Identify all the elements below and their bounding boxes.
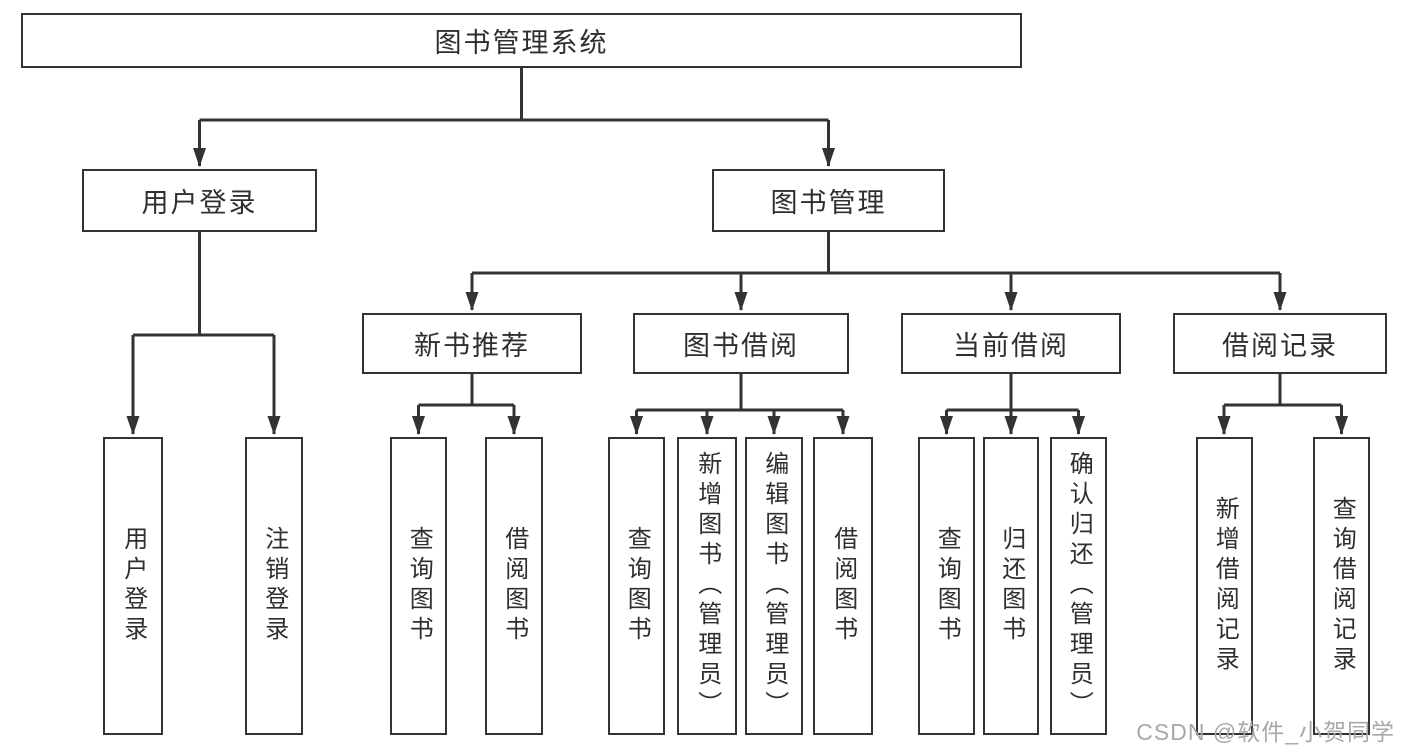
leaf-return-books: 归还图书	[983, 437, 1039, 735]
leaf-query-books-3: 查询图书	[918, 437, 975, 735]
leaf-label: 注销登录	[260, 526, 288, 646]
leaf-borrow-books-1: 借阅图书	[485, 437, 543, 735]
node-new-book-recommend: 新书推荐	[362, 313, 582, 374]
leaf-label: 确认归还（管理员）	[1065, 451, 1093, 721]
leaf-query-books-1: 查询图书	[390, 437, 447, 735]
leaf-edit-books-admin: 编辑图书（管理员）	[745, 437, 803, 735]
node-borrow-records: 借阅记录	[1173, 313, 1387, 374]
connector-borrow-trunk	[636, 374, 843, 412]
leaf-label: 查询借阅记录	[1328, 496, 1356, 676]
leaf-confirm-return-admin: 确认归还（管理员）	[1050, 437, 1107, 735]
leaf-label: 用户登录	[119, 526, 147, 646]
node-user-login: 用户登录	[82, 169, 317, 232]
leaf-label: 借阅图书	[829, 526, 857, 646]
leaf-borrow-books-2: 借阅图书	[813, 437, 873, 735]
leaf-logout: 注销登录	[245, 437, 303, 735]
connector-records-trunk	[1224, 374, 1342, 407]
leaf-label: 编辑图书（管理员）	[760, 451, 788, 721]
leaf-label: 借阅图书	[500, 526, 528, 646]
node-book-management: 图书管理	[712, 169, 945, 232]
leaf-label: 归还图书	[997, 526, 1025, 646]
leaf-query-borrow-record: 查询借阅记录	[1313, 437, 1370, 735]
connector-newbook-trunk	[418, 374, 514, 407]
csdn-watermark: CSDN @软件_小贺同学	[1136, 719, 1395, 745]
leaf-user-login: 用户登录	[103, 437, 163, 735]
connector-bookmgmt-trunk	[472, 232, 1280, 275]
connector-userlogin-trunk	[133, 232, 274, 337]
leaf-query-books-2: 查询图书	[608, 437, 665, 735]
leaf-label: 查询图书	[933, 526, 961, 646]
leaf-label: 查询图书	[623, 526, 651, 646]
node-root: 图书管理系统	[21, 13, 1022, 68]
leaf-label: 查询图书	[405, 526, 433, 646]
leaf-add-borrow-record: 新增借阅记录	[1196, 437, 1253, 735]
leaf-add-books-admin: 新增图书（管理员）	[677, 437, 737, 735]
leaf-label: 新增借阅记录	[1211, 496, 1239, 676]
node-book-borrow: 图书借阅	[633, 313, 849, 374]
connector-current-trunk	[946, 374, 1079, 412]
node-current-borrow: 当前借阅	[901, 313, 1121, 374]
leaf-label: 新增图书（管理员）	[693, 451, 721, 721]
connector-root-trunk	[199, 68, 829, 122]
